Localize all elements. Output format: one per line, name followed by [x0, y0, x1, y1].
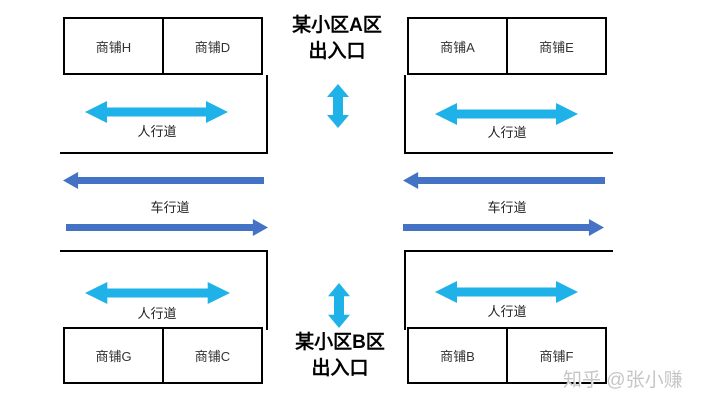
road-arrow-left-icon [403, 172, 605, 189]
shop-label: 商铺F [539, 349, 574, 364]
shop-cell: 商铺A [409, 19, 506, 73]
sidewalk-arrow-icon [435, 279, 578, 305]
road-arrow-right-icon [66, 219, 268, 236]
entrance-a-line2: 出入口 [308, 41, 366, 62]
shop-cell: 商铺B [409, 329, 506, 382]
shop-label: 商铺H [95, 39, 132, 55]
road-arrow-right-icon [403, 219, 604, 236]
shop-label: 商铺B [440, 349, 475, 364]
sidewalk-arrow-icon [85, 99, 228, 125]
shop-cell: 商铺F [506, 329, 605, 382]
shop-label: 商铺C [194, 349, 231, 364]
road-label: 车行道 [150, 200, 190, 215]
shop-cell: 商铺C [162, 329, 261, 382]
shop-label: 商铺E [539, 39, 574, 55]
sidewalk-boundary-top-right [404, 75, 613, 154]
sidewalk-label: 人行道 [137, 306, 177, 321]
shop-label: 商铺A [440, 39, 475, 55]
shop-label: 商铺D [194, 39, 231, 55]
sidewalk-boundary-bottom-left [60, 250, 268, 330]
shop-cell: 商铺D [162, 19, 261, 73]
entrance-a-title: 某小区A区 出入口 [267, 13, 407, 65]
shop-cell: 商铺E [506, 19, 605, 73]
road-arrow-left-icon [63, 172, 264, 189]
sidewalk-arrow-icon [435, 101, 578, 127]
entrance-a-line1: 某小区A区 [292, 15, 382, 36]
road-label: 车行道 [487, 200, 527, 215]
sidewalk-boundary-bottom-right [404, 250, 613, 330]
sidewalk-label: 人行道 [487, 304, 527, 319]
shop-label: 商铺G [95, 349, 132, 364]
entrance-b-arrow-icon [327, 283, 351, 328]
sidewalk-arrow-icon [85, 280, 230, 306]
entrance-b-line1: 某小区B区 [295, 332, 385, 353]
shop-block-bottom-left: 商铺G 商铺C [63, 327, 263, 384]
shop-block-bottom-right: 商铺B 商铺F [407, 327, 607, 384]
shop-cell: 商铺G [65, 329, 162, 382]
entrance-b-title: 某小区B区 出入口 [270, 330, 410, 382]
entrance-a-arrow-icon [326, 84, 350, 128]
shop-block-top-left: 商铺H 商铺D [63, 17, 263, 75]
sidewalk-label: 人行道 [487, 125, 527, 140]
entrance-b-line2: 出入口 [311, 358, 369, 379]
sidewalk-boundary-top-left [60, 75, 268, 154]
shop-block-top-right: 商铺A 商铺E [407, 17, 607, 75]
shop-cell: 商铺H [65, 19, 162, 73]
watermark: 知乎 @张小赚 [563, 370, 683, 391]
sidewalk-label: 人行道 [137, 124, 177, 139]
